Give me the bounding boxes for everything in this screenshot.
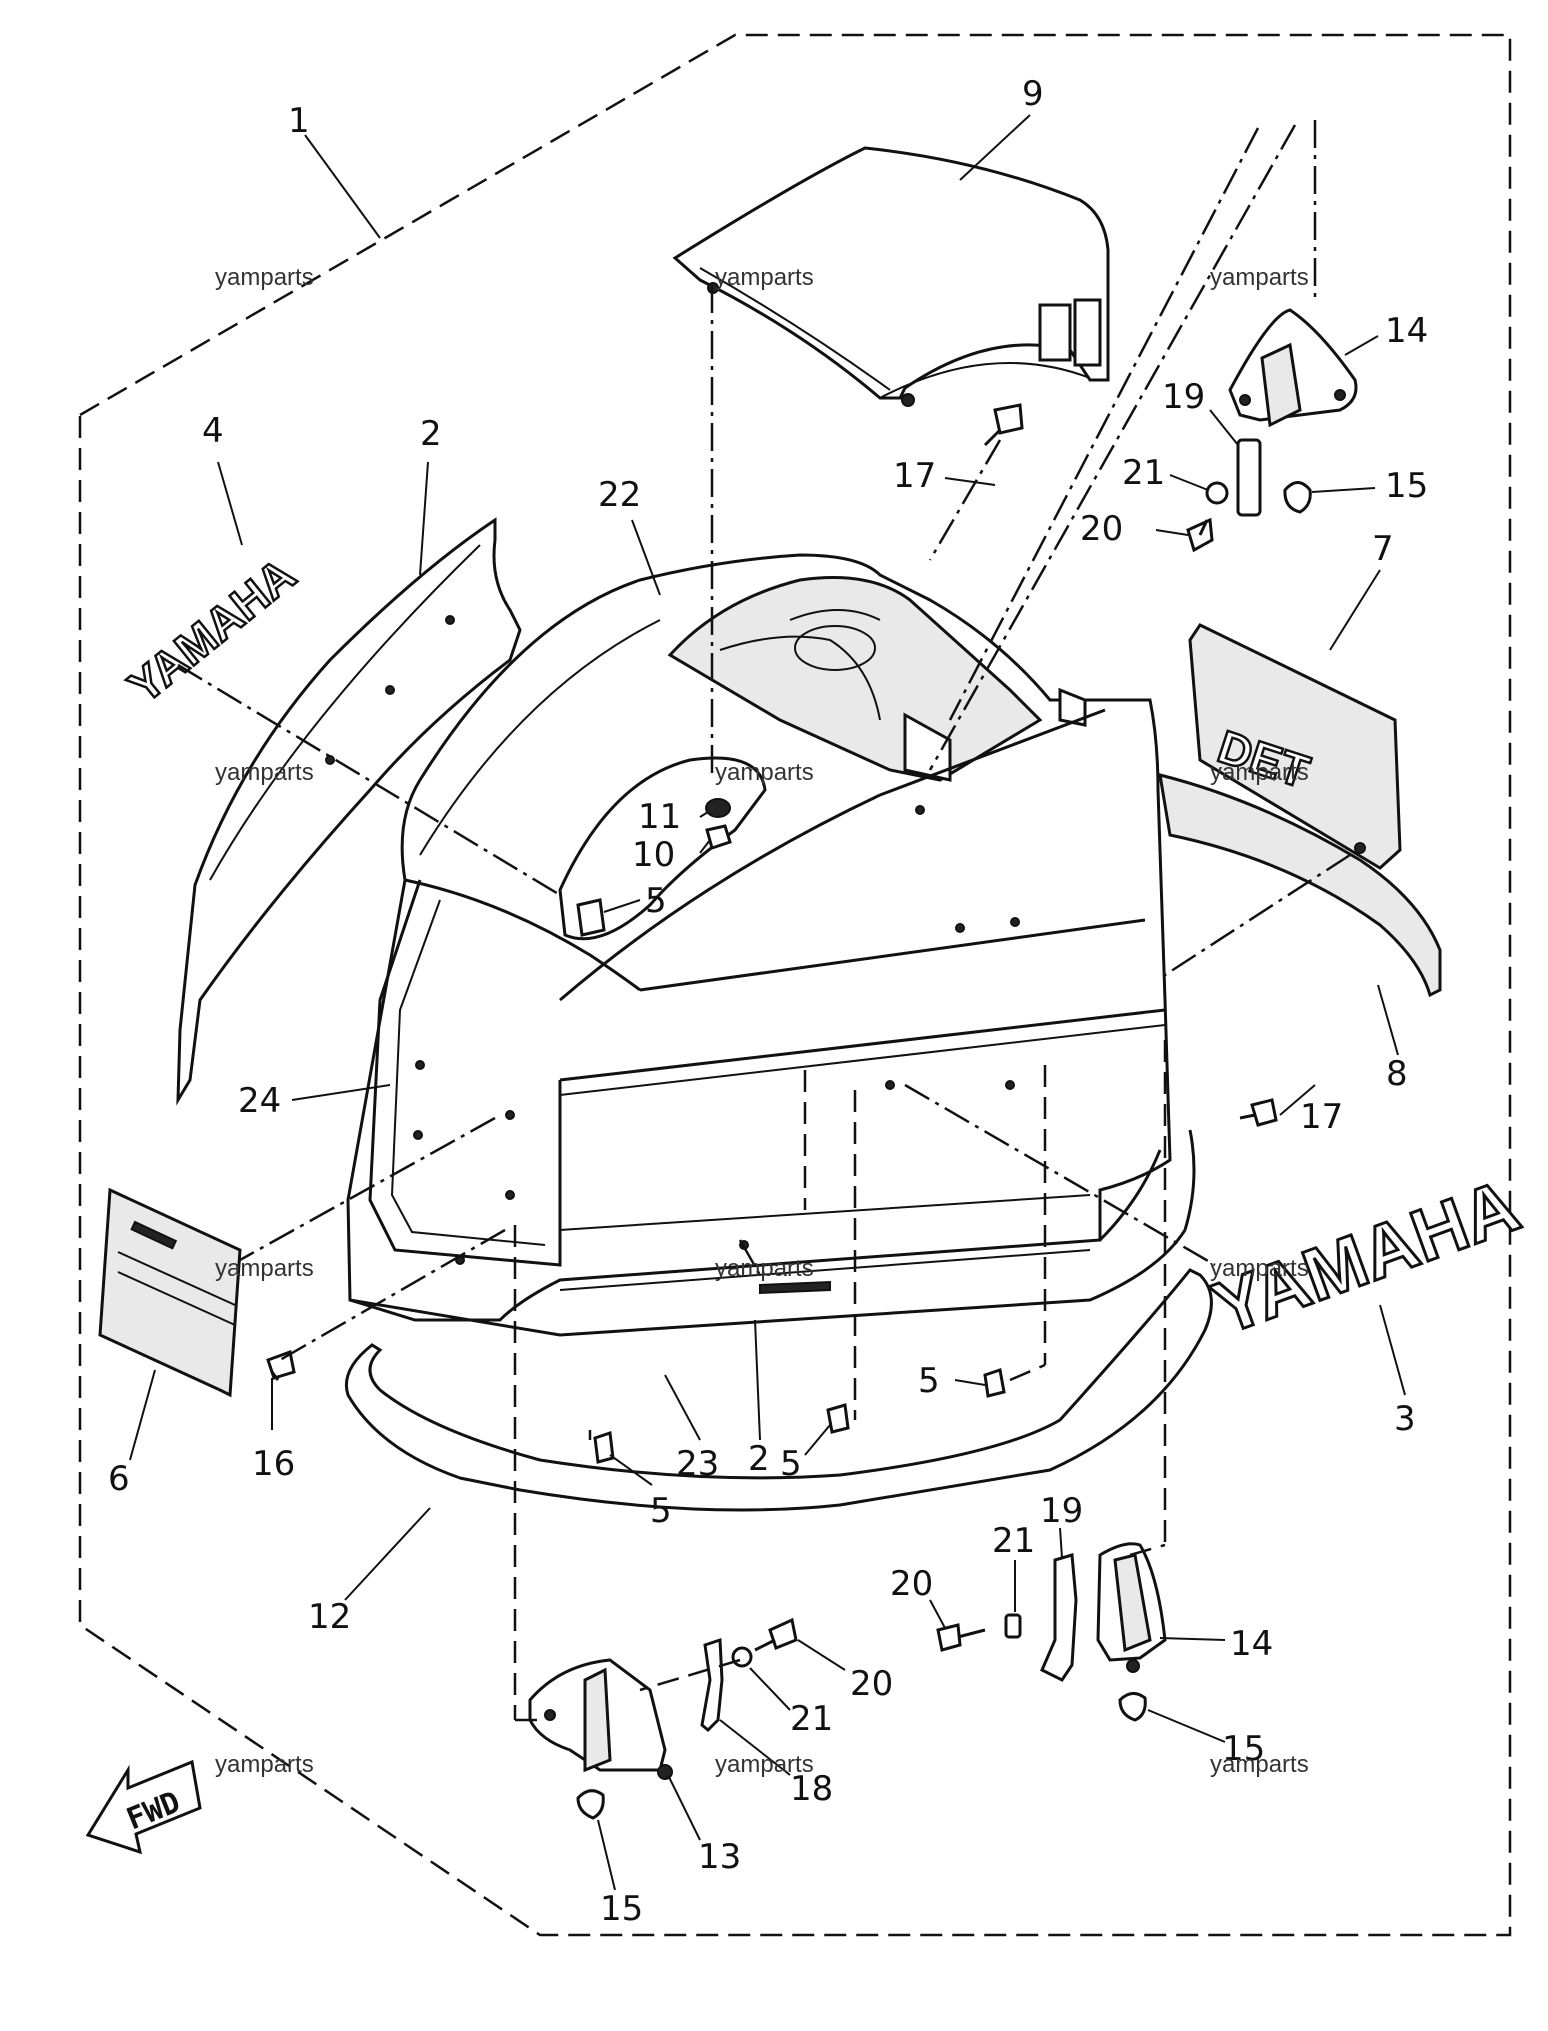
callout-5-bottom-left: 5 xyxy=(650,1491,672,1531)
callout-23: 23 xyxy=(676,1444,719,1484)
part-20-upper-screw xyxy=(1186,517,1214,553)
part-21-upper-nut xyxy=(1205,481,1229,505)
callout-18: 18 xyxy=(790,1769,833,1809)
part-18-latch xyxy=(700,1637,724,1733)
callout-19-upper: 19 xyxy=(1162,377,1205,417)
part-17-upper-bolt xyxy=(983,403,1024,447)
watermark: yamparts xyxy=(215,1255,314,1282)
part-5-clip-c xyxy=(593,1430,615,1464)
callout-15-upper: 15 xyxy=(1385,466,1428,506)
part-19-lower-latch xyxy=(1040,1553,1078,1682)
part-20-lower-screw-a xyxy=(754,1617,798,1652)
part-14-upper-bracket xyxy=(1228,308,1358,428)
callout-1: 1 xyxy=(288,101,310,141)
callout-11: 11 xyxy=(638,797,681,837)
callout-20-lower-left: 20 xyxy=(890,1564,933,1604)
callout-20-lower-right: 20 xyxy=(850,1664,893,1704)
callout-2-lower: 2 xyxy=(748,1439,770,1479)
callout-12: 12 xyxy=(308,1597,351,1637)
callout-7: 7 xyxy=(1372,529,1394,569)
leader-lines xyxy=(129,114,1406,1891)
watermark: yamparts xyxy=(715,1255,814,1282)
callouts: 1 9 14 19 21 15 20 17 4 2 22 7 11 10 5 8… xyxy=(108,74,1428,1929)
part-13-lower-bracket xyxy=(528,1658,673,1780)
callout-21-lower-right: 21 xyxy=(790,1699,833,1739)
part-19-upper-latch xyxy=(1236,438,1262,517)
callout-17-side: 17 xyxy=(1300,1097,1343,1137)
callout-15-lower-right: 15 xyxy=(1222,1729,1265,1769)
callout-16: 16 xyxy=(252,1444,295,1484)
callout-5-bottom-right: 5 xyxy=(918,1361,940,1401)
callout-5-bottom-center: 5 xyxy=(780,1444,802,1484)
watermark: yamparts xyxy=(715,1751,814,1778)
callout-21-lower-left: 21 xyxy=(992,1521,1035,1561)
callout-9: 9 xyxy=(1022,74,1044,114)
watermark: yamparts xyxy=(715,759,814,786)
watermark: yamparts xyxy=(1210,759,1309,786)
watermarks: yamparts yamparts yamparts yamparts yamp… xyxy=(215,264,1309,1778)
watermark: yamparts xyxy=(215,264,314,291)
part-2-left-panel xyxy=(176,517,522,1106)
callout-2-upper: 2 xyxy=(420,414,442,454)
callout-21-upper: 21 xyxy=(1122,453,1165,493)
callout-24: 24 xyxy=(238,1081,281,1121)
callout-6: 6 xyxy=(108,1459,130,1499)
part-5-clip-a xyxy=(983,1368,1006,1398)
callout-20-upper: 20 xyxy=(1080,509,1123,549)
part-21-lower-nut-b xyxy=(1004,1613,1022,1639)
callout-15-bottom: 15 xyxy=(600,1889,643,1929)
part-20-lower-screw-b xyxy=(936,1623,986,1652)
callout-19-lower: 19 xyxy=(1040,1491,1083,1531)
callout-13: 13 xyxy=(698,1837,741,1877)
part-9-top-cover xyxy=(672,146,1110,407)
part-15-lower-grommet-b xyxy=(1118,1692,1147,1722)
part-5-clip-b xyxy=(826,1403,850,1434)
part-21-lower-nut-a xyxy=(731,1646,753,1668)
part-22-top-cowling xyxy=(346,553,1196,1337)
part-8-rear-strip xyxy=(1158,772,1442,998)
callout-14-lower: 14 xyxy=(1230,1624,1273,1664)
part-17-side-bolt xyxy=(1239,1098,1278,1127)
part-15-upper-grommet xyxy=(1283,481,1312,514)
part-12-seal xyxy=(345,1268,1213,1512)
callout-10: 10 xyxy=(632,835,675,875)
watermark: yamparts xyxy=(1210,1255,1309,1282)
watermark: yamparts xyxy=(215,759,314,786)
part-6-side-plate xyxy=(98,1187,242,1398)
callout-22: 22 xyxy=(598,475,641,515)
part-16-bolt xyxy=(266,1349,296,1381)
callout-8: 8 xyxy=(1386,1054,1408,1094)
part-14-lower-bracket xyxy=(1096,1542,1167,1673)
callout-14-upper: 14 xyxy=(1385,311,1428,351)
decal-4-text: YAMAHA xyxy=(119,548,305,713)
watermark: yamparts xyxy=(1210,264,1309,291)
fwd-arrow-icon: FWD xyxy=(85,1759,202,1855)
callout-4: 4 xyxy=(202,411,224,451)
watermark: yamparts xyxy=(215,1751,314,1778)
part-7-rear-plate: DET xyxy=(1188,623,1402,870)
watermark: yamparts xyxy=(1210,1751,1309,1778)
callout-5-top: 5 xyxy=(645,881,667,921)
part-4-decal: YAMAHA xyxy=(117,547,306,714)
assembly-lines xyxy=(177,120,1351,1722)
watermark: yamparts xyxy=(715,264,814,291)
callout-3: 3 xyxy=(1394,1399,1416,1439)
assembly-boundary xyxy=(78,33,1512,1937)
callout-17-upper: 17 xyxy=(893,456,936,496)
part-15-lower-grommet-a xyxy=(576,1789,605,1820)
